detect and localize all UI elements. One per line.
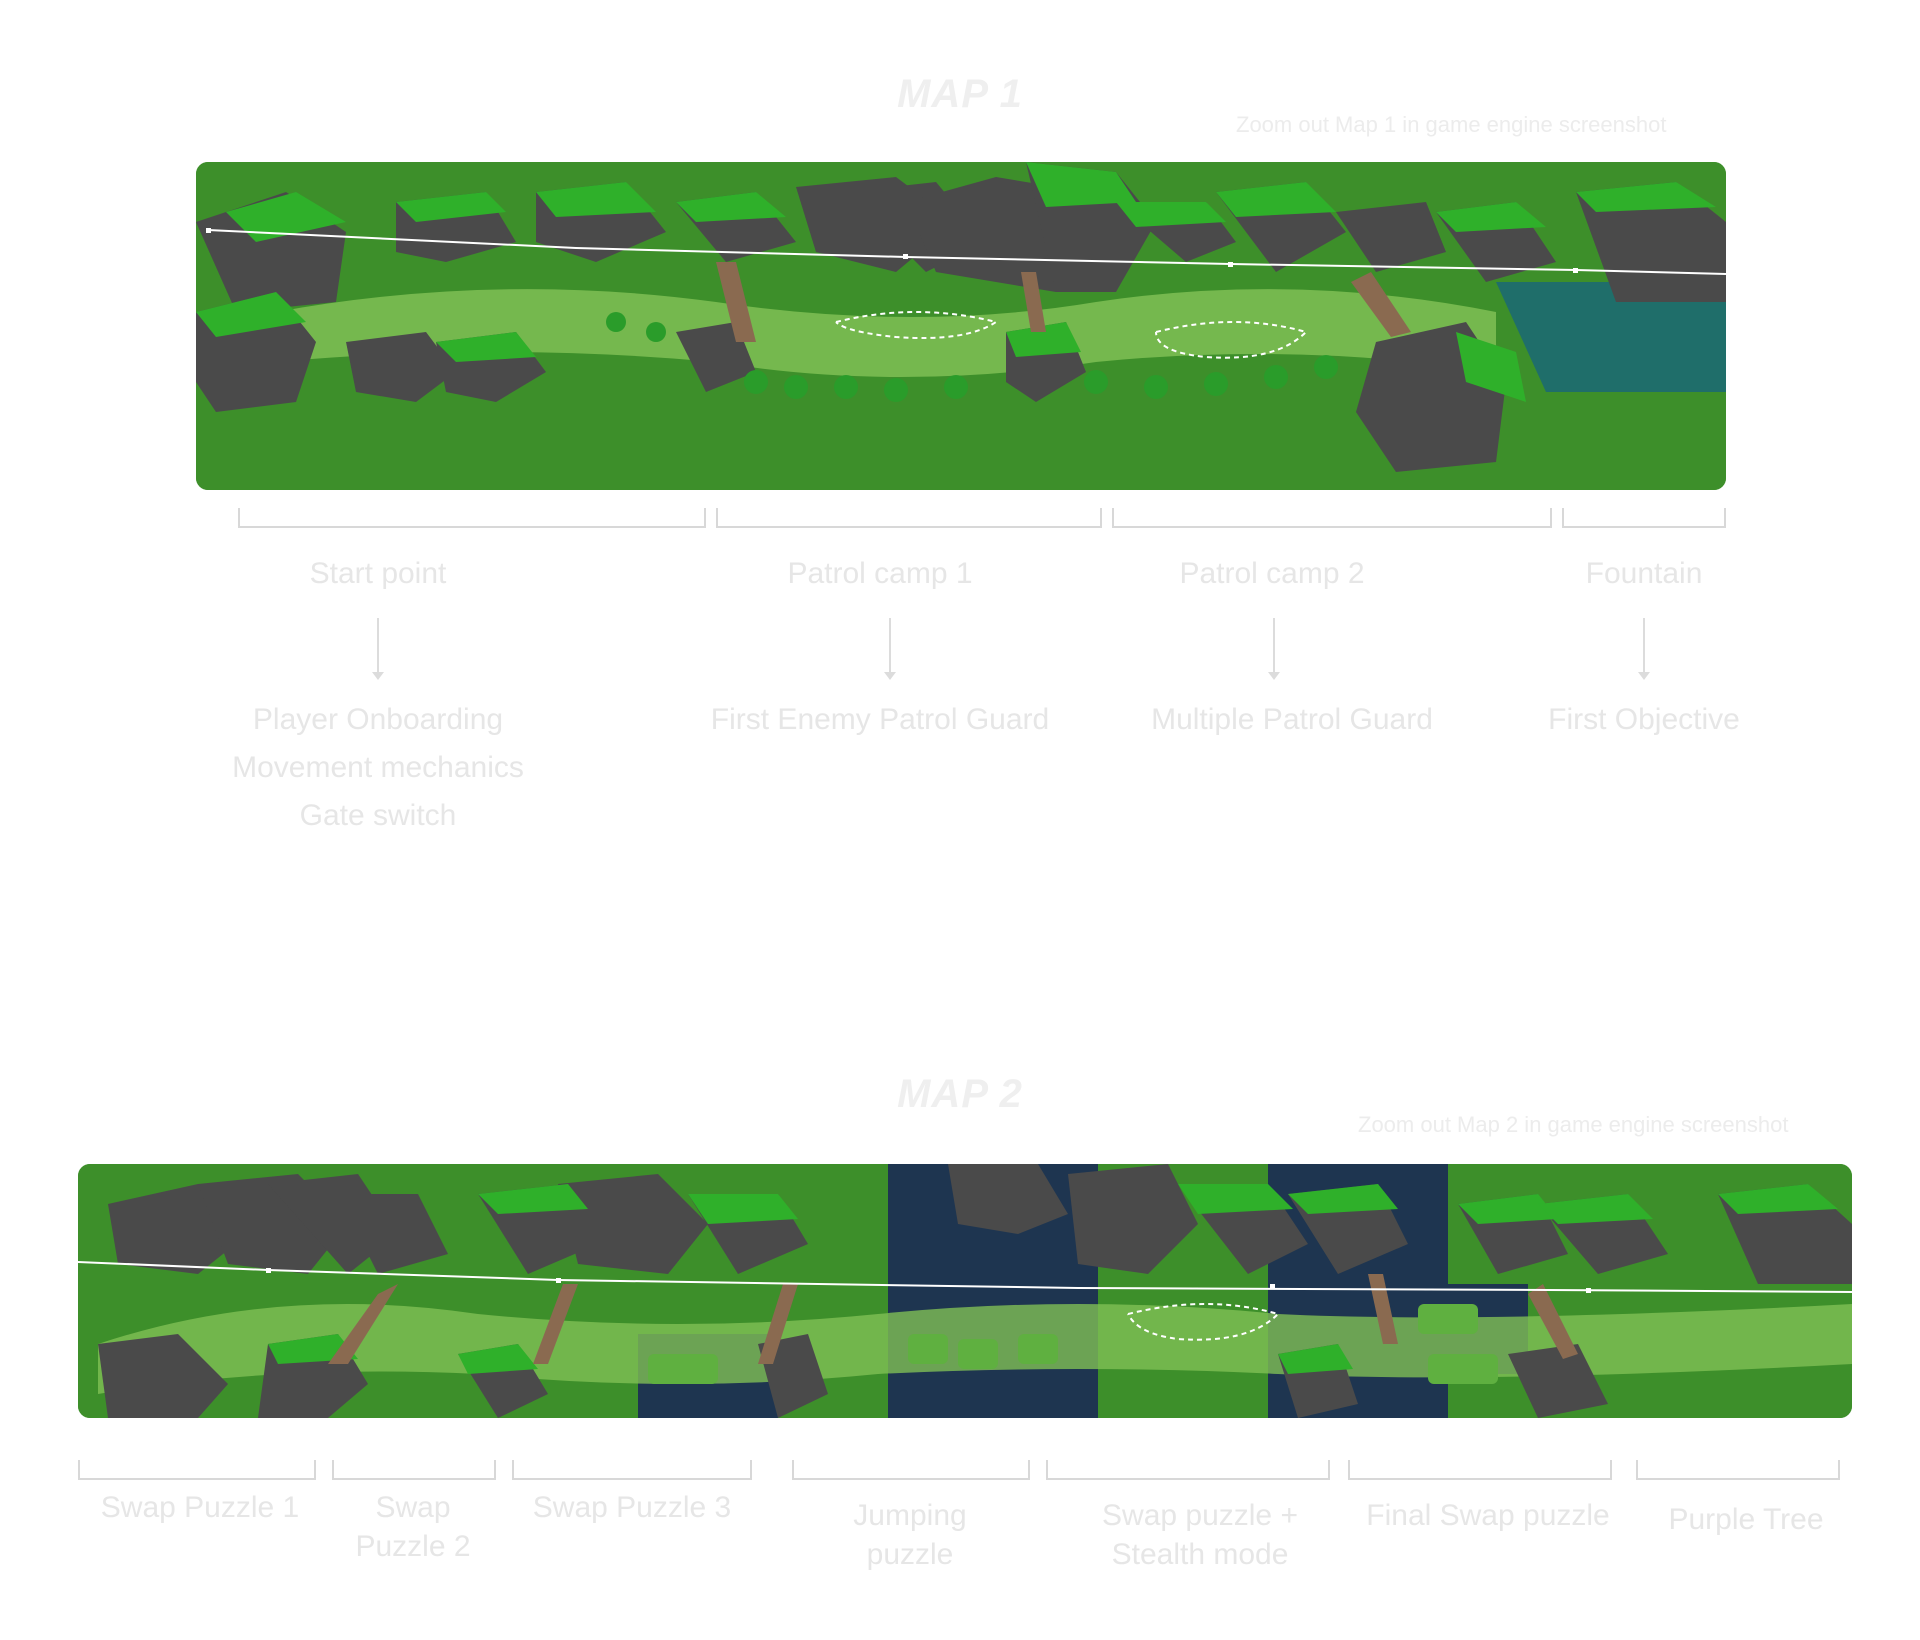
detail-line: Gate switch [299, 799, 457, 832]
map1-zone-camp1-label: Patrol camp 1 [787, 557, 973, 590]
map2-bracket-jumping [792, 1460, 1030, 1480]
detail-line: First Objective [1548, 703, 1740, 736]
map2-screenshot [78, 1164, 1852, 1418]
map1-arrow-camp1 [884, 618, 896, 680]
map1-zone-camp2-details: Multiple Patrol Guard [1122, 696, 1462, 744]
map2-zone-jumping-label: Jumping puzzle [853, 1499, 967, 1571]
map2-title: MAP 2 [897, 1072, 1023, 1116]
map1-zone-fountain-details: First Objective [1534, 696, 1754, 744]
map2-scene [78, 1164, 1852, 1418]
map1-zone-start-label: Start point [309, 557, 447, 590]
map2-bracket-swap1 [78, 1460, 316, 1480]
map2-bracket-swap2 [332, 1460, 496, 1480]
map1-zone-camp1-details: First Enemy Patrol Guard [700, 696, 1060, 744]
map2-bracket-swap3 [512, 1460, 752, 1480]
map1-screenshot [196, 162, 1726, 490]
map2-bracket-final [1348, 1460, 1612, 1480]
detail-line: Player Onboarding [252, 703, 504, 736]
map2-zone-purple-tree-label: Purple Tree [1668, 1503, 1824, 1536]
detail-line: Multiple Patrol Guard [1151, 703, 1433, 736]
map2-zone-stealth-label: Swap puzzle + Stealth mode [1102, 1499, 1298, 1571]
map1-zone-start-details: Player Onboarding Movement mechanics Gat… [218, 696, 538, 840]
map1-arrow-camp2 [1268, 618, 1280, 680]
map1-bracket-camp2 [1112, 508, 1552, 528]
map2-bracket-purple-tree [1636, 1460, 1840, 1480]
map1-zone-camp2-label: Patrol camp 2 [1179, 557, 1365, 590]
map1-bracket-fountain [1562, 508, 1726, 528]
map2-caption: Zoom out Map 2 in game engine screenshot [1358, 1112, 1789, 1137]
map2-zone-swap1-label: Swap Puzzle 1 [100, 1491, 300, 1524]
map2-bracket-stealth [1046, 1460, 1330, 1480]
map1-arrow-fountain [1638, 618, 1650, 680]
detail-line: Movement mechanics [232, 751, 524, 784]
map2-zone-final-label: Final Swap puzzle [1366, 1499, 1610, 1532]
map2-zone-swap3-label: Swap Puzzle 3 [532, 1491, 732, 1524]
map1-scene [196, 162, 1726, 490]
map1-caption: Zoom out Map 1 in game engine screenshot [1236, 112, 1667, 137]
map1-bracket-start [238, 508, 706, 528]
map1-title: MAP 1 [897, 72, 1023, 116]
detail-line: First Enemy Patrol Guard [710, 703, 1050, 736]
map1-zone-fountain-label: Fountain [1585, 557, 1703, 590]
map1-bracket-camp1 [716, 508, 1102, 528]
map2-zone-swap2-label: Swap Puzzle 2 [355, 1491, 471, 1563]
map1-arrow-start [372, 618, 384, 680]
